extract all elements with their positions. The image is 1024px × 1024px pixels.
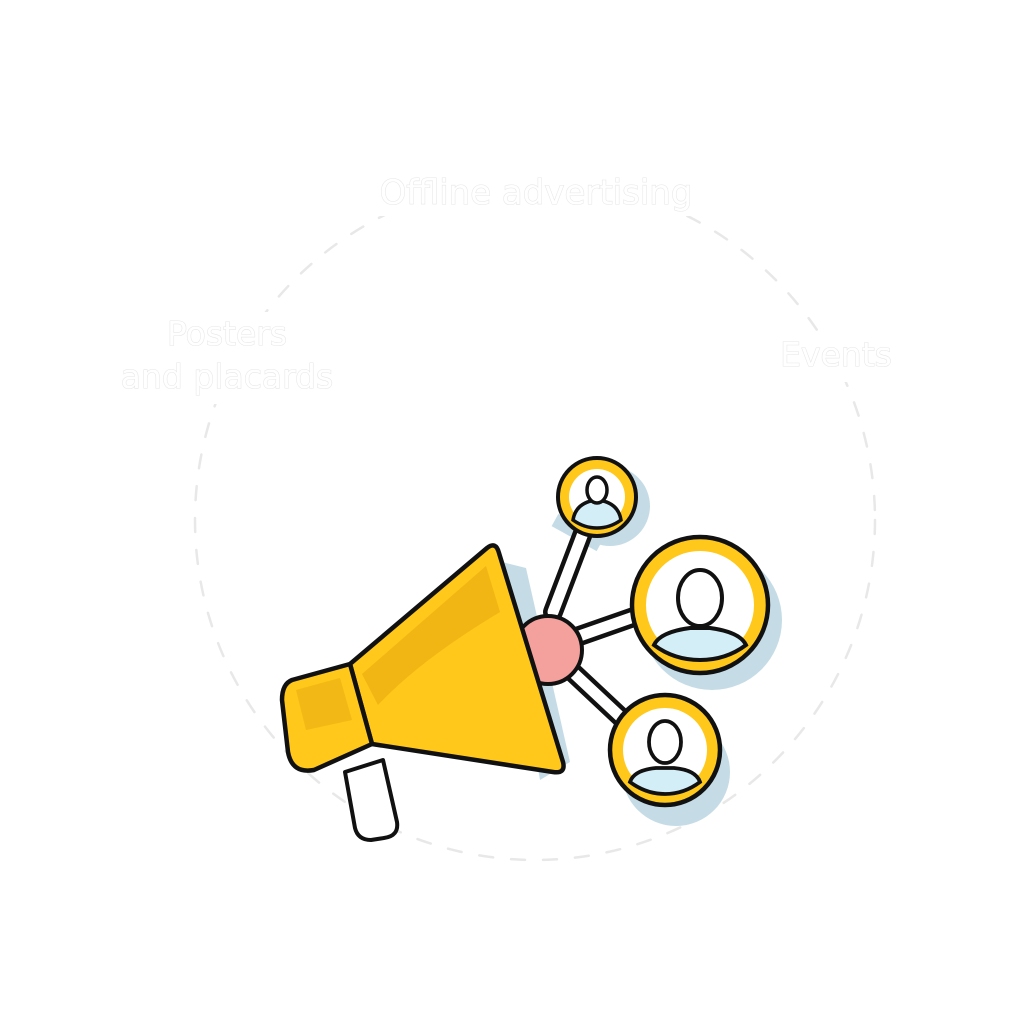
label-offline-advertising: Offline advertising [380,173,693,213]
megaphone-icon [279,543,584,842]
person-icon-small [556,456,638,538]
person-icon-medium [607,692,723,808]
person-icon-large [629,534,771,676]
label-posters: Posters [167,314,287,353]
label-events: Events [780,335,892,374]
label-and-placards: and placards [121,357,333,396]
